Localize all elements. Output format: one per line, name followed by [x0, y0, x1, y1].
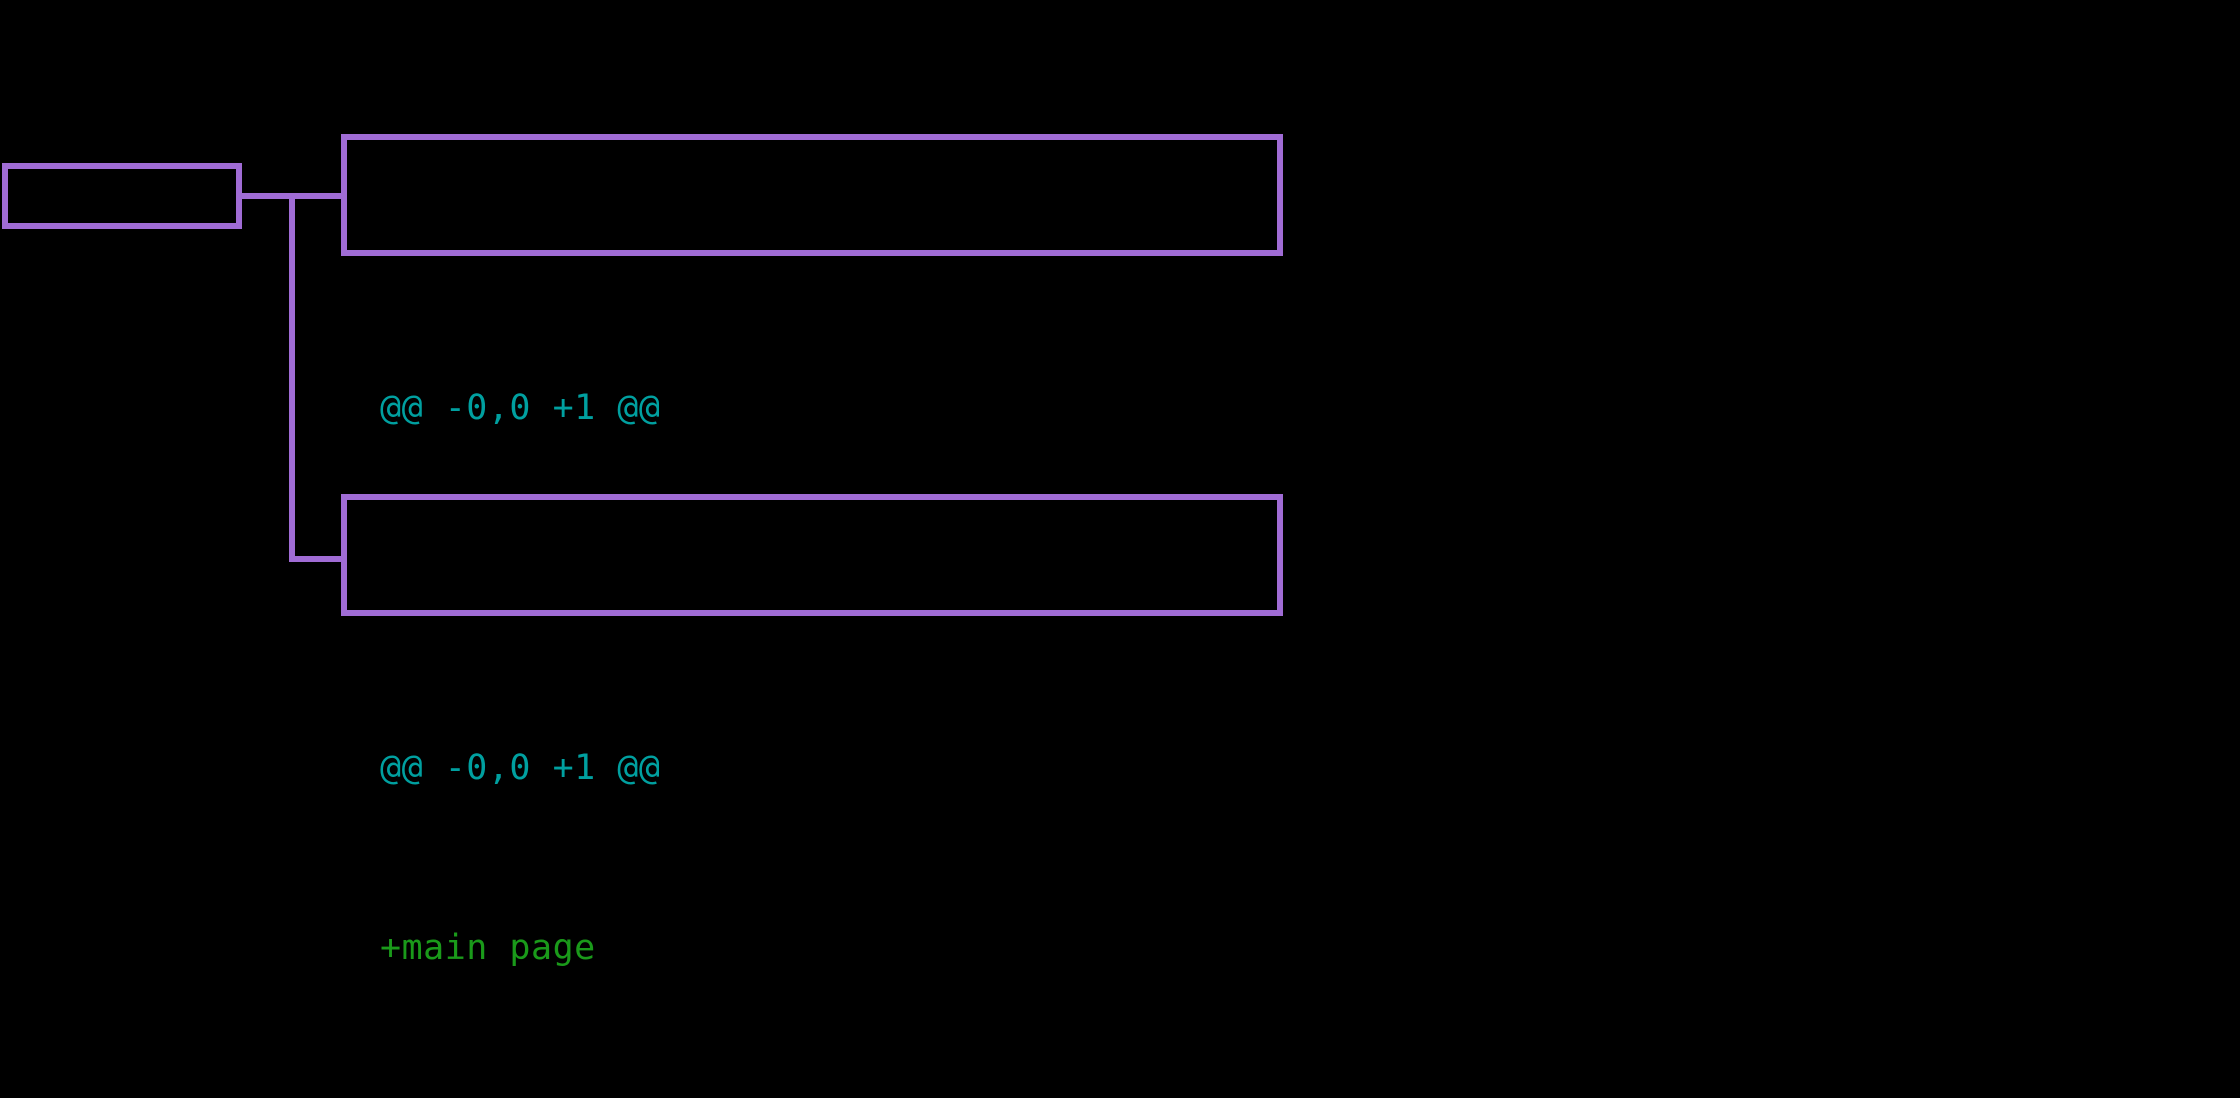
diff-block-2: @@ -0,0 +1 @@ +main page: [380, 618, 660, 1098]
graph-node-commit-2[interactable]: [341, 494, 1283, 616]
terminal-canvas: @@ -0,0 +1 @@ +game page @@ -0,0 +1 @@ +…: [2, 134, 1283, 968]
graph-node-root[interactable]: [2, 163, 242, 229]
diff-hunk-header-2: @@ -0,0 +1 @@: [380, 748, 661, 788]
graph-connector-branch-1: [289, 193, 345, 199]
graph-connector-root: [240, 193, 295, 199]
diff-hunk-header-1: @@ -0,0 +1 @@: [380, 388, 661, 428]
graph-node-commit-1[interactable]: [341, 134, 1283, 256]
diff-added-line-2: +main page: [380, 928, 596, 968]
graph-connector-branch-2: [289, 556, 345, 562]
graph-connector-trunk: [289, 193, 295, 562]
